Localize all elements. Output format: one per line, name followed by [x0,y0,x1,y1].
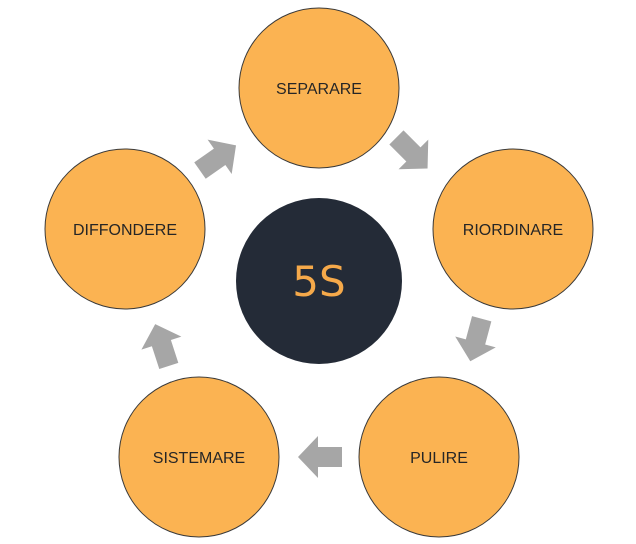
step-diffondere: DIFFONDERE [44,148,206,310]
step-circle-sistemare [118,376,280,538]
step-sistemare: SISTEMARE [118,376,280,538]
center-hub: 5S [236,198,402,364]
step-circle-riordinare [432,148,594,310]
cycle-arrows [141,130,496,478]
arrow-riordinare-to-pulire [455,316,496,362]
arrow-diffondere-to-separare [194,139,237,179]
arrow-pulire-to-sistemare [298,436,342,478]
center-circle [236,198,402,364]
step-label-diffondere: DIFFONDERE [73,222,177,239]
step-circle-diffondere [44,148,206,310]
step-label-riordinare: RIORDINARE [463,222,563,239]
step-pulire: PULIRE [358,376,520,538]
step-label-separare: SEPARARE [276,81,362,98]
center-label: 5S [292,257,345,306]
step-riordinare: RIORDINARE [432,148,594,310]
step-label-sistemare: SISTEMARE [153,450,245,467]
arrow-sistemare-to-diffondere [141,324,182,370]
step-label-pulire: PULIRE [410,450,468,467]
step-circle-separare [238,7,400,169]
arrow-separare-to-riordinare [389,130,429,170]
step-separare: SEPARARE [238,7,400,169]
step-circle-pulire [358,376,520,538]
